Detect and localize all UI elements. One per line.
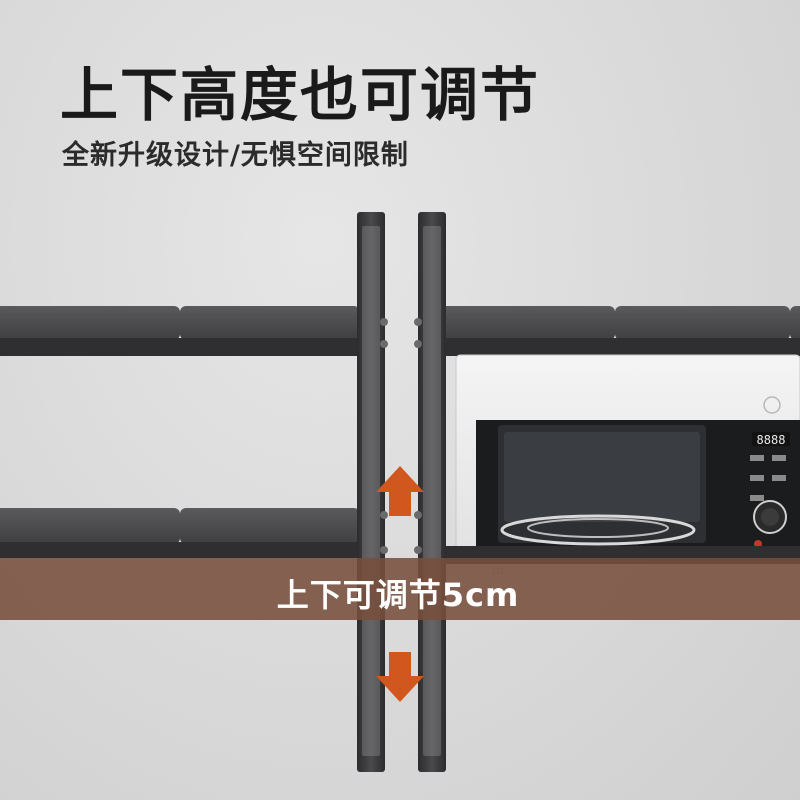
left-post: [357, 212, 388, 772]
adjust-label-wrap: 上下可调节5cm: [0, 570, 800, 616]
upper-shelf-left: [0, 306, 360, 356]
upper-shelf-right: [440, 306, 800, 356]
svg-text:8888: 8888: [757, 433, 786, 447]
arrow-down-icon: [376, 652, 424, 702]
adjust-band: [0, 558, 800, 620]
headline: 上下高度也可调节: [60, 61, 541, 129]
arrow-up-icon: [376, 466, 424, 516]
adjust-label: 上下可调节5cm: [276, 576, 520, 614]
right-post: [414, 212, 446, 772]
microwave: 8888 LG: [455, 354, 800, 577]
subheadline: 全新升级设计/无惧空间限制: [62, 140, 409, 171]
lower-shelf-left: [0, 508, 360, 558]
